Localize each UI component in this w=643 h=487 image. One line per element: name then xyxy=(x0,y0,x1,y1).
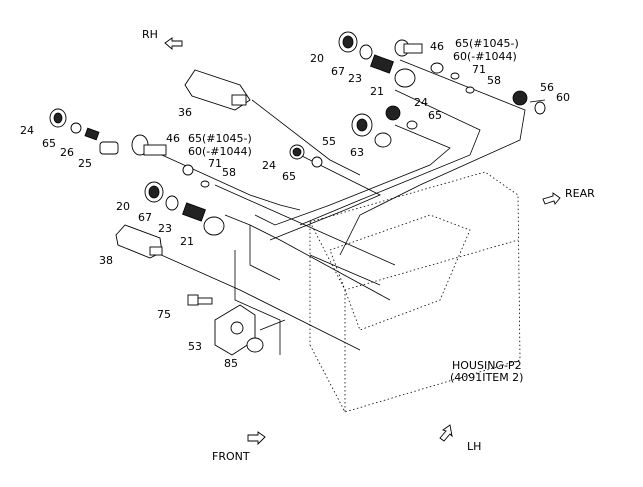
plug-24-c xyxy=(289,144,305,160)
rh-arrow-icon xyxy=(164,37,183,50)
plug-24-mid xyxy=(385,105,401,121)
label-23-top: 23 xyxy=(348,72,362,85)
label-65-c: 65 xyxy=(282,170,296,183)
spring-23-top xyxy=(370,54,394,74)
label-65-mid: 65 xyxy=(428,109,442,122)
label-36: 36 xyxy=(178,106,192,119)
ring-71-top xyxy=(450,72,460,80)
ring-65-c xyxy=(311,156,323,168)
direction-arrows xyxy=(164,37,561,446)
parts xyxy=(49,31,546,356)
label-58-left: 58 xyxy=(222,166,236,179)
label-46-left: 46 xyxy=(166,132,180,145)
label-24-c: 24 xyxy=(262,159,276,172)
ring-60-top xyxy=(430,62,444,74)
label-67-left: 67 xyxy=(138,211,152,224)
label-65-left: 65 xyxy=(42,137,56,150)
label-60-right: 60 xyxy=(556,91,570,104)
label-38: 38 xyxy=(99,254,113,267)
label-20-left: 20 xyxy=(116,200,130,213)
bolt-75 xyxy=(187,294,213,306)
ring-65-mid xyxy=(406,120,418,130)
label-23-left: 23 xyxy=(158,222,172,235)
label-71-left: 71 xyxy=(208,157,222,170)
rh-label: RH xyxy=(142,28,158,41)
label-65a-top: 65(#1045-) xyxy=(455,37,519,50)
label-21-top: 21 xyxy=(370,85,384,98)
label-75: 75 xyxy=(157,308,171,321)
spool-21-top xyxy=(394,68,416,88)
label-24-mid: 24 xyxy=(414,96,428,109)
oring-63 xyxy=(374,132,392,148)
front-arrow-icon xyxy=(247,431,266,446)
ring-65-left xyxy=(70,122,82,134)
spring-26 xyxy=(84,127,100,141)
leader-lines xyxy=(149,59,546,355)
ring-60-left xyxy=(182,164,194,176)
label-25: 25 xyxy=(78,157,92,170)
label-24-left: 24 xyxy=(20,124,34,137)
oring-85 xyxy=(246,337,264,353)
sleeve-25 xyxy=(99,141,119,155)
label-60a-left: 60(-#1044) xyxy=(188,145,252,158)
label-65a-left: 65(#1045-) xyxy=(188,132,252,145)
ring-71-left xyxy=(200,180,210,188)
lh-label: LH xyxy=(467,440,481,453)
lh-arrow-icon xyxy=(439,424,453,442)
label-26: 26 xyxy=(60,146,74,159)
label-67-top: 67 xyxy=(331,65,345,78)
spool-21-left xyxy=(203,216,225,236)
housing-label-line2: (4091ITEM 2) xyxy=(450,371,523,384)
fitting-46-top xyxy=(394,39,423,57)
label-55: 55 xyxy=(322,135,336,148)
spring-23-left xyxy=(182,202,206,222)
label-56: 56 xyxy=(540,81,554,94)
oring-67-left xyxy=(165,195,179,211)
housing-label-line1: HOUSING-P2 xyxy=(452,359,522,372)
label-58-top: 58 xyxy=(487,74,501,87)
oring-67-top xyxy=(359,44,373,60)
label-85: 85 xyxy=(224,357,238,370)
plug-56 xyxy=(512,90,528,106)
fitting-46-left xyxy=(131,134,167,156)
label-20-top: 20 xyxy=(310,52,324,65)
label-53: 53 xyxy=(188,340,202,353)
plug-55 xyxy=(351,113,373,137)
label-21-left: 21 xyxy=(180,235,194,248)
label-63: 63 xyxy=(350,146,364,159)
plug-20-left xyxy=(144,181,164,203)
plug-24-left xyxy=(49,108,67,128)
label-60a-top: 60(-#1044) xyxy=(453,50,517,63)
label-71-top: 71 xyxy=(472,63,486,76)
housing-p2 xyxy=(309,171,521,413)
rear-label: REAR xyxy=(565,187,595,200)
rear-arrow-icon xyxy=(542,192,561,205)
solenoid-38 xyxy=(115,224,163,259)
ring-58-top xyxy=(465,86,475,94)
solenoid-36 xyxy=(184,69,251,111)
label-46-top: 46 xyxy=(430,40,444,53)
ring-60-right xyxy=(534,101,546,115)
plug-20-top xyxy=(338,31,358,53)
front-label: FRONT xyxy=(212,450,250,463)
